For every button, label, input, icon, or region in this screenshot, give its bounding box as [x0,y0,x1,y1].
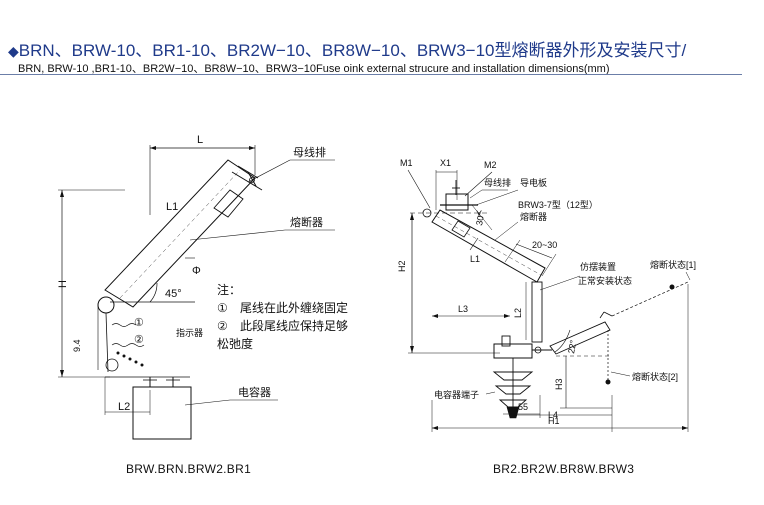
diamond-bullet-icon: ◆ [8,43,19,59]
label-fuse-left: 熔断器 [290,215,323,229]
label-22deg: 22° [566,339,578,355]
label-fuse-right: 熔断器 [520,211,547,222]
label-l3: L3 [458,304,468,314]
label-l2-left: L2 [118,401,130,413]
label-swing-device: 仿摆装置 [580,261,616,272]
label-20-30: 20~30 [532,240,557,250]
right-diagram: M1 X1 M2 母线排 导电板 Y 30° BRW3-7型（12型） 熔断器 [397,158,696,432]
label-capacitor: 电容器 [238,385,271,399]
label-model-note: BRW3-7型（12型） [518,200,598,210]
header-divider [0,74,742,75]
label-conductor-plate: 导电板 [520,177,547,188]
label-45deg: 45° [165,288,182,300]
label-m2: M2 [484,160,497,170]
label-55: 55 [518,402,528,412]
indicator-ball [97,296,115,314]
label-busbar-left: 母线排 [293,145,326,159]
label-circle2: ② [134,334,144,346]
page-title: ◆BRN、BRW-10、BR1-10、BR2W−10、BR8W−10、BRW3−… [8,36,686,61]
page-title-text: BRN、BRW-10、BR1-10、BR2W−10、BR8W−10、BRW3−1… [18,41,687,60]
fuse-tube-right [431,209,546,283]
left-diagram: L H 母线排 熔断器 L1 Φ 45° [57,134,335,440]
label-h2: H2 [397,260,407,272]
label-l1-right: L1 [470,254,480,264]
insulator [492,371,534,381]
label-x1: X1 [440,158,451,168]
label-circle1: ① [134,317,144,329]
label-m1: M1 [400,158,413,168]
label-blown-state1: 熔断状态[1] [650,259,696,270]
left-diagram-caption: BRW.BRN.BRW2.BR1 [126,462,252,476]
note-2-num: ② [217,319,228,333]
label-terminal: 电容器端子 [434,389,479,400]
notes: 注： ① 尾线在此外缠绕固定 ② 此段尾线应保持足够 松弛度 [217,282,348,351]
label-l2-right: L2 [513,308,523,318]
label-phi: Φ [192,265,201,277]
label-h1: H1 [548,416,560,426]
label-l1-left: L1 [166,201,178,213]
label-indicator: 指示器 [176,327,203,338]
capacitor-body [132,386,192,440]
label-y: Y [476,209,482,219]
note-1-num: ① [217,301,228,315]
notes-heading: 注： [217,282,241,297]
note-2-text: 此段尾线应保持足够 [240,318,348,333]
label-l: L [197,134,203,146]
label-l4: L4 [548,410,558,420]
label-30deg: 30° [474,211,486,227]
page-subtitle: BRN, BRW-10 ,BR1-10、BR2W−10、BR8W−10、BRW3… [18,63,610,75]
note-1-text: 尾线在此外缠绕固定 [240,300,348,315]
label-blown-state2: 熔断状态[2] [632,371,678,382]
label-busbar-right: 母线排 [484,177,511,188]
label-94: 9.4 [72,339,82,352]
label-h3: H3 [554,378,564,390]
label-normal-state: 正常安装状态 [578,275,632,286]
right-diagram-caption: BR2.BR2W.BR8W.BRW3 [493,462,635,476]
label-h: H [57,280,69,288]
note-2-continuation: 松弛度 [217,336,253,351]
